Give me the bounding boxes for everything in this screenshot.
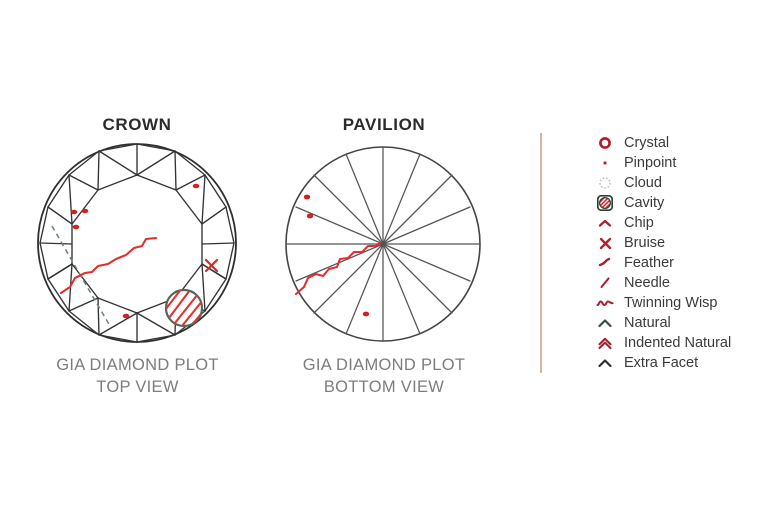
natural-icon — [592, 313, 618, 333]
bruise-icon — [592, 233, 618, 253]
legend-label: Extra Facet — [624, 355, 699, 371]
legend-item-pinpoint: Pinpoint — [592, 153, 764, 173]
pavilion-pinpoint — [306, 213, 314, 219]
legend-item-natural: Natural — [592, 313, 764, 333]
crown-bruise-mark — [204, 258, 219, 273]
crown-facet-svg — [37, 143, 237, 343]
legend-label: Bruise — [624, 235, 666, 251]
twinning-wisp-icon — [592, 293, 618, 313]
extra-facet-icon — [592, 353, 618, 373]
legend-item-chip: Chip — [592, 213, 764, 233]
crown-diagram — [30, 138, 244, 348]
pavilion-pinpoint — [362, 311, 370, 317]
pavilion-plot-title: PAVILION — [342, 115, 426, 134]
pavilion-diagram — [282, 140, 488, 346]
vertical-divider — [540, 133, 542, 373]
legend-label: Chip — [624, 215, 654, 231]
crown-pinpoint — [70, 209, 78, 215]
cloud-icon — [592, 173, 618, 193]
legend-item-feather: Feather — [592, 253, 764, 273]
legend-label: Twinning Wisp — [624, 295, 718, 311]
cavity-icon — [592, 193, 618, 213]
crown-plot-caption: GIA DIAMOND PLOT TOP VIEW — [56, 356, 219, 396]
pavilion-pinpoint — [303, 194, 311, 200]
legend-label: Pinpoint — [624, 155, 677, 171]
legend-label: Indented Natural — [624, 335, 732, 351]
chip-icon — [592, 213, 618, 233]
pavilion-plot-caption: GIA DIAMOND PLOT BOTTOM VIEW — [302, 356, 466, 396]
legend-item-bruise: Bruise — [592, 233, 764, 253]
legend-item-crystal: Crystal — [592, 133, 764, 153]
crown-cavity-hatching — [166, 290, 202, 326]
legend-label: Cavity — [624, 195, 665, 211]
legend-label: Natural — [624, 315, 671, 331]
crown-natural-mark — [51, 225, 111, 327]
crown-pinpoint — [72, 224, 80, 230]
feather-icon — [592, 253, 618, 273]
crown-plot-title: CROWN — [102, 115, 172, 134]
legend-item-cloud: Cloud — [592, 173, 764, 193]
legend-label: Crystal — [624, 135, 670, 151]
indented-natural-icon — [592, 333, 618, 353]
legend-label: Feather — [624, 255, 674, 271]
legend-item-needle: Needle — [592, 273, 764, 293]
pavilion-facet-svg — [285, 146, 481, 342]
pavilion-twinning-wisp-mark — [294, 240, 383, 296]
legend-item-twinning-wisp: Twinning Wisp — [592, 293, 764, 313]
pinpoint-icon — [592, 153, 618, 173]
inclusion-legend: Crystal Pinpoint Cloud — [592, 133, 764, 373]
crown-pinpoint — [122, 313, 130, 319]
crown-pinpoint — [192, 183, 200, 189]
pavilion-facet-lines — [285, 146, 481, 342]
crown-pinpoint — [81, 208, 89, 214]
legend-item-indented-natural: Indented Natural — [592, 333, 764, 353]
legend-item-extra-facet: Extra Facet — [592, 353, 764, 373]
crystal-icon — [592, 133, 618, 153]
crown-feather-mark — [59, 236, 158, 295]
legend-label: Cloud — [624, 175, 662, 191]
legend-label: Needle — [624, 275, 670, 291]
legend-item-cavity: Cavity — [592, 193, 764, 213]
needle-icon — [592, 273, 618, 293]
